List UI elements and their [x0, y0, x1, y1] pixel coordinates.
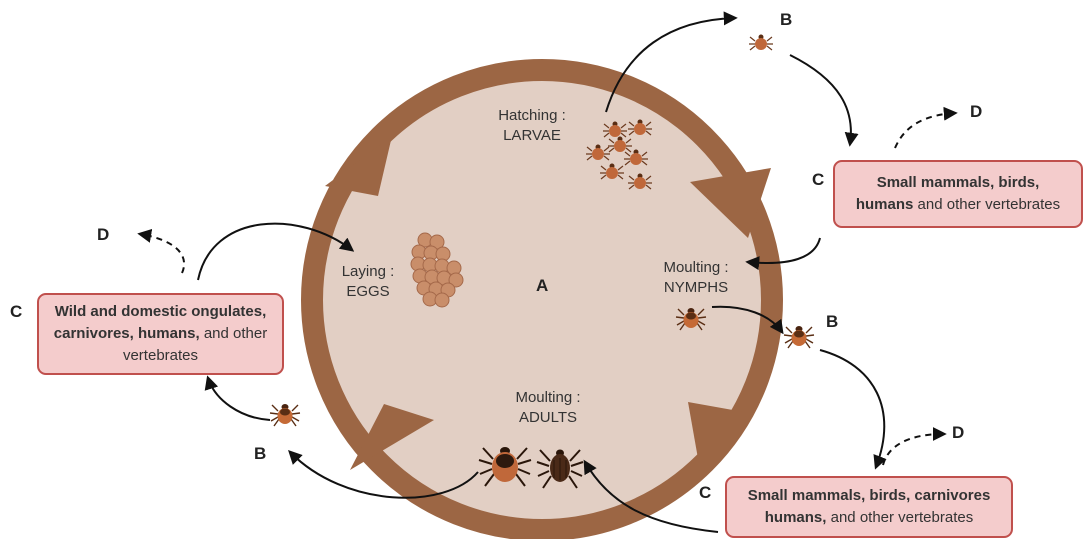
letter-d-top: D [970, 102, 982, 122]
host-box-bottom-right: Small mammals, birds, carnivores humans,… [725, 476, 1013, 538]
letter-b-top: B [780, 10, 792, 30]
stage-label-eggs: Laying : EGGS [330, 262, 406, 302]
stage-adults-line2: ADULTS [498, 408, 598, 428]
stage-nymphs-line2: NYMPHS [648, 278, 744, 298]
host-bottom-right-bold1: Small mammals, birds, carnivores [748, 487, 991, 504]
stage-nymphs-line1: Moulting : [648, 258, 744, 278]
host-box-top-right-text: Small mammals, birds, humans and other v… [856, 172, 1060, 216]
host-top-right-bold1: Small mammals, birds, [877, 174, 1040, 191]
arrow-nymph-to-host-box [820, 350, 884, 467]
host-left-bold2: carnivores, humans, [54, 325, 200, 342]
host-top-right-bold2: humans [856, 196, 914, 213]
letter-c-top-right: C [812, 170, 824, 190]
dashed-arrow-bottom-right [883, 434, 944, 465]
stage-adults-line1: Moulting : [498, 388, 598, 408]
arrow-larva-to-host-box [790, 55, 851, 144]
stage-larvae-line1: Hatching : [482, 106, 582, 126]
host-bottom-right-rest: and other vertebrates [826, 509, 973, 526]
host-left-bold1: Wild and domestic ongulates, [55, 303, 267, 320]
letter-c-bottom-right: C [699, 483, 711, 503]
host-top-right-rest: and other vertebrates [913, 196, 1060, 213]
dashed-arrow-left [140, 234, 184, 273]
host-box-bottom-right-text: Small mammals, birds, carnivores humans,… [748, 485, 991, 529]
host-box-left-text: Wild and domestic ongulates, carnivores,… [45, 301, 276, 367]
center-label: A [536, 276, 548, 296]
host-box-left: Wild and domestic ongulates, carnivores,… [37, 293, 284, 375]
nymph-tick-icon [784, 326, 814, 348]
host-bottom-right-bold2: humans, [765, 509, 827, 526]
stage-larvae-line2: LARVAE [482, 126, 582, 146]
dashed-arrow-top-right [895, 113, 955, 148]
letter-b-left: B [254, 444, 266, 464]
host-box-top-right: Small mammals, birds, humans and other v… [833, 160, 1083, 228]
arrow-nymph-to-left-host [208, 378, 270, 420]
letter-d-bottom-right: D [952, 423, 964, 443]
stage-label-nymphs: Moulting : NYMPHS [648, 258, 744, 298]
stage-eggs-line1: Laying : [330, 262, 406, 282]
letter-c-left: C [10, 302, 22, 322]
letter-b-mid-right: B [826, 312, 838, 332]
stage-eggs-line2: EGGS [330, 282, 406, 302]
stage-label-adults: Moulting : ADULTS [498, 388, 598, 428]
stage-label-larvae: Hatching : LARVAE [482, 106, 582, 146]
letter-d-left: D [97, 225, 109, 245]
nymph-tick-icon [270, 404, 300, 426]
larva-tick-icon [749, 35, 773, 51]
